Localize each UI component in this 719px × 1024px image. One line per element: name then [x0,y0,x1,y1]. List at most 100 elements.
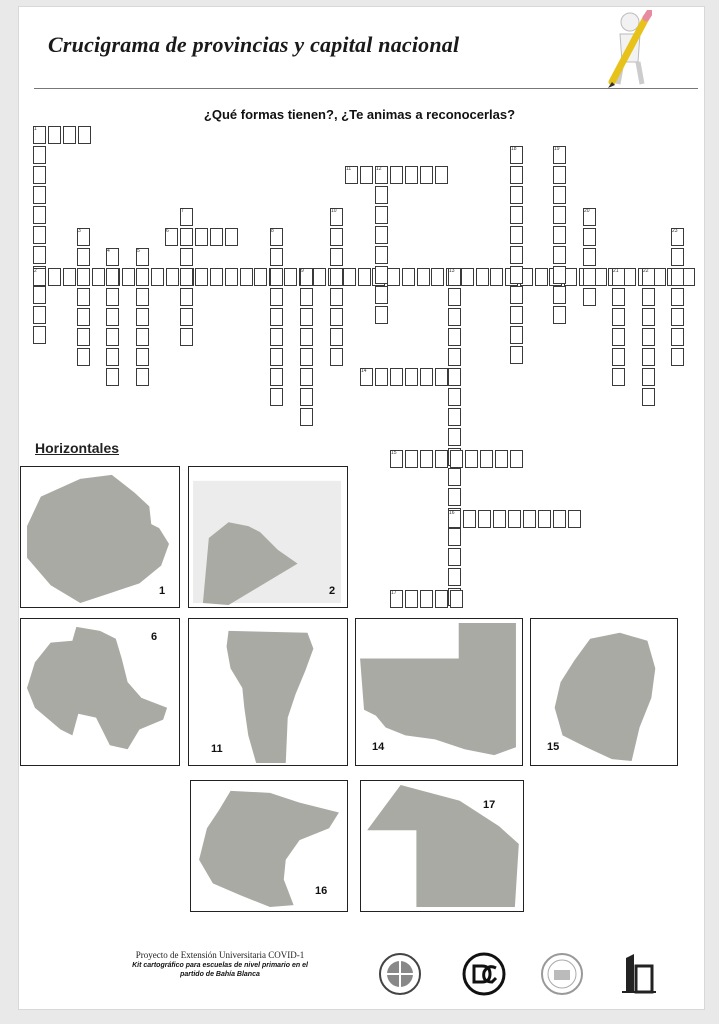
crossword-cell[interactable] [270,328,283,346]
crossword-cell[interactable] [390,590,403,608]
crossword-cell[interactable] [553,246,566,264]
crossword-cell[interactable] [463,510,476,528]
crossword-cell[interactable] [77,248,90,266]
crossword-cell[interactable] [448,308,461,326]
crossword-cell[interactable] [387,268,400,286]
crossword-cell[interactable] [493,510,506,528]
crossword-cell[interactable] [671,228,684,246]
crossword-cell[interactable] [106,348,119,366]
crossword-cell[interactable] [612,288,625,306]
crossword-cell[interactable] [420,450,433,468]
crossword-cell[interactable] [553,226,566,244]
crossword-cell[interactable] [510,326,523,344]
crossword-cell[interactable] [270,288,283,306]
crossword-cell[interactable] [92,268,105,286]
crossword-cell[interactable] [78,126,91,144]
crossword-cell[interactable] [77,228,90,246]
crossword-cell[interactable] [330,348,343,366]
crossword-cell[interactable] [330,328,343,346]
crossword-cell[interactable] [136,328,149,346]
crossword-cell[interactable] [284,268,297,286]
crossword-cell[interactable] [417,268,430,286]
crossword-cell[interactable] [122,268,135,286]
crossword-cell[interactable] [195,228,208,246]
crossword-cell[interactable] [330,208,343,226]
crossword-cell[interactable] [510,186,523,204]
crossword-cell[interactable] [390,450,403,468]
crossword-cell[interactable] [671,248,684,266]
crossword-cell[interactable] [33,246,46,264]
crossword-cell[interactable] [375,186,388,204]
crossword-cell[interactable] [210,228,223,246]
crossword-cell[interactable] [642,288,655,306]
crossword-cell[interactable] [390,166,403,184]
crossword-cell[interactable] [583,208,596,226]
crossword-cell[interactable] [330,228,343,246]
crossword-cell[interactable] [495,450,508,468]
crossword-cell[interactable] [568,510,581,528]
crossword-cell[interactable] [510,146,523,164]
crossword-cell[interactable] [448,528,461,546]
crossword-cell[interactable] [300,288,313,306]
crossword-cell[interactable] [510,286,523,304]
crossword-cell[interactable] [33,166,46,184]
crossword-cell[interactable] [435,450,448,468]
crossword-cell[interactable] [106,288,119,306]
crossword-cell[interactable] [553,146,566,164]
crossword-cell[interactable] [375,368,388,386]
crossword-cell[interactable] [510,206,523,224]
crossword-cell[interactable] [33,268,46,286]
crossword-cell[interactable] [612,328,625,346]
crossword-cell[interactable] [553,186,566,204]
crossword-cell[interactable] [195,268,208,286]
crossword-cell[interactable] [478,510,491,528]
crossword-cell[interactable] [180,248,193,266]
crossword-cell[interactable] [612,308,625,326]
crossword-cell[interactable] [106,368,119,386]
crossword-cell[interactable] [106,308,119,326]
crossword-cell[interactable] [448,488,461,506]
crossword-cell[interactable] [402,268,415,286]
crossword-cell[interactable] [270,368,283,386]
crossword-cell[interactable] [180,208,193,226]
crossword-cell[interactable] [165,228,178,246]
crossword-cell[interactable] [510,346,523,364]
crossword-cell[interactable] [180,288,193,306]
crossword-cell[interactable] [510,266,523,284]
crossword-cell[interactable] [612,268,625,286]
crossword-cell[interactable] [671,348,684,366]
crossword-cell[interactable] [136,368,149,386]
crossword-cell[interactable] [270,268,283,286]
crossword-cell[interactable] [405,450,418,468]
crossword-cell[interactable] [375,306,388,324]
crossword-cell[interactable] [435,368,448,386]
crossword-cell[interactable] [642,328,655,346]
crossword-cell[interactable] [136,248,149,266]
crossword-cell[interactable] [33,226,46,244]
crossword-cell[interactable] [671,288,684,306]
crossword-cell[interactable] [330,268,343,286]
crossword-cell[interactable] [375,286,388,304]
crossword-cell[interactable] [553,306,566,324]
crossword-cell[interactable] [180,228,193,246]
crossword-cell[interactable] [48,268,61,286]
crossword-cell[interactable] [225,268,238,286]
crossword-cell[interactable] [405,166,418,184]
crossword-cell[interactable] [420,166,433,184]
crossword-cell[interactable] [270,348,283,366]
crossword-cell[interactable] [583,288,596,306]
crossword-cell[interactable] [448,428,461,446]
crossword-cell[interactable] [671,328,684,346]
crossword-cell[interactable] [180,308,193,326]
crossword-cell[interactable] [300,408,313,426]
crossword-cell[interactable] [33,326,46,344]
crossword-cell[interactable] [360,166,373,184]
crossword-cell[interactable] [106,248,119,266]
crossword-cell[interactable] [435,590,448,608]
crossword-cell[interactable] [136,288,149,306]
crossword-cell[interactable] [583,228,596,246]
crossword-cell[interactable] [77,268,90,286]
crossword-cell[interactable] [375,246,388,264]
crossword-cell[interactable] [448,268,461,286]
crossword-cell[interactable] [612,348,625,366]
